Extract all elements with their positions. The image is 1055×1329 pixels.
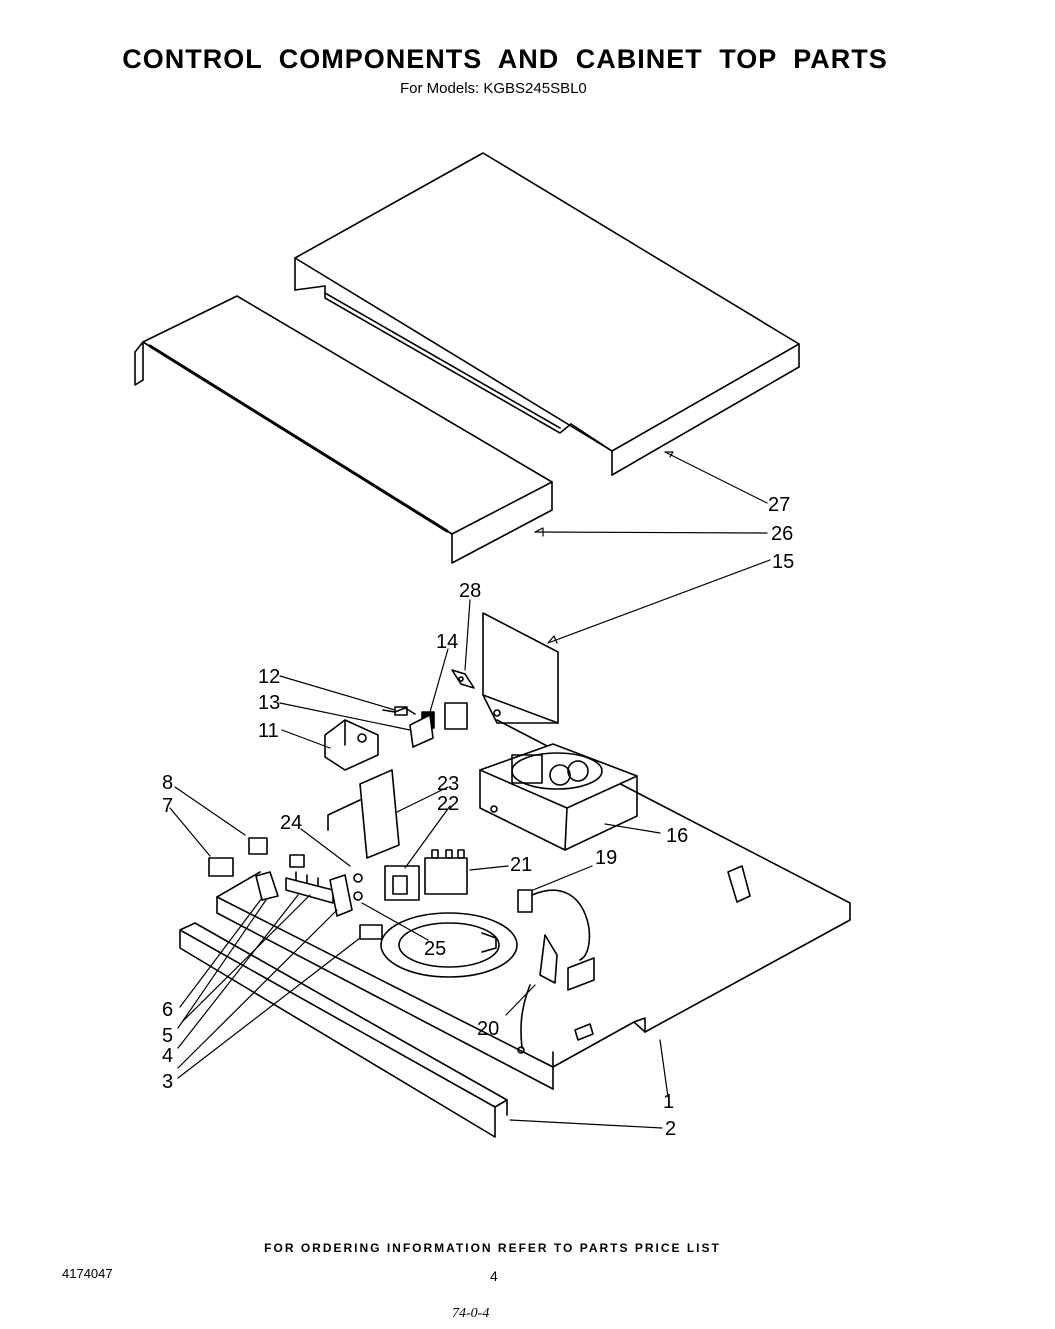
component-13-bracket bbox=[409, 714, 434, 748]
callout-12: 12 bbox=[258, 666, 280, 688]
mounting-plate-part bbox=[482, 612, 559, 724]
callout-28: 28 bbox=[459, 580, 481, 602]
component-21-relay bbox=[424, 849, 468, 895]
component-28-clip bbox=[451, 669, 475, 689]
callout-11: 11 bbox=[258, 720, 279, 742]
callout-14: 14 bbox=[436, 631, 458, 653]
component-12-wire-coil bbox=[382, 706, 416, 716]
page-number: 4 bbox=[490, 1268, 498, 1284]
component-6-plate bbox=[255, 871, 279, 901]
document-number: 4174047 bbox=[62, 1266, 113, 1281]
callout-23: 23 bbox=[437, 773, 459, 795]
top-cover-part bbox=[294, 152, 800, 476]
callout-19: 19 bbox=[595, 847, 617, 869]
component-5-terminal-block bbox=[285, 871, 334, 904]
callout-20: 20 bbox=[477, 1018, 499, 1040]
callout-8: 8 bbox=[162, 772, 173, 794]
callout-5: 5 bbox=[162, 1025, 173, 1047]
callout-26: 26 bbox=[771, 523, 793, 545]
component-8-knob bbox=[248, 837, 268, 855]
callout-2: 2 bbox=[665, 1118, 676, 1140]
component-20-bracket bbox=[517, 934, 595, 1054]
control-panel-part bbox=[134, 295, 553, 564]
callout-3: 3 bbox=[162, 1071, 173, 1093]
component-7-knob bbox=[208, 857, 234, 877]
model-subtitle: For Models: KGBS245SBL0 bbox=[400, 80, 587, 97]
callout-7: 7 bbox=[162, 795, 173, 817]
cabinet-hook bbox=[574, 865, 751, 1041]
callout-25: 25 bbox=[424, 938, 446, 960]
callout-27: 27 bbox=[768, 494, 790, 516]
callout-13: 13 bbox=[258, 692, 280, 714]
cabinet-base-part bbox=[216, 719, 851, 1090]
ordering-note: FOR ORDERING INFORMATION REFER TO PARTS … bbox=[264, 1241, 721, 1255]
callout-22: 22 bbox=[437, 793, 459, 815]
callout-24: 24 bbox=[280, 812, 302, 834]
component-4-bracket bbox=[329, 874, 353, 917]
component-23-shield bbox=[327, 769, 400, 859]
callout-15: 15 bbox=[772, 551, 794, 573]
revision-mark: 74-0-4 bbox=[452, 1306, 490, 1321]
component-11-bracket bbox=[324, 719, 379, 771]
component-22-transformer bbox=[384, 865, 420, 901]
page-title: CONTROL COMPONENTS AND CABINET TOP PARTS bbox=[122, 44, 888, 74]
leader-lines bbox=[169, 451, 771, 1129]
callout-4: 4 bbox=[162, 1045, 173, 1067]
callout-21: 21 bbox=[510, 854, 532, 876]
burner-ring-part bbox=[380, 912, 518, 978]
callout-1: 1 bbox=[663, 1091, 674, 1113]
component-19-switch bbox=[517, 889, 591, 961]
blower-assembly-part bbox=[479, 743, 638, 851]
callout-16: 16 bbox=[666, 825, 688, 847]
component-3-bracket bbox=[359, 924, 383, 940]
front-trim-strip-part bbox=[179, 922, 508, 1138]
callout-6: 6 bbox=[162, 999, 173, 1021]
component-24-clip bbox=[289, 854, 363, 901]
